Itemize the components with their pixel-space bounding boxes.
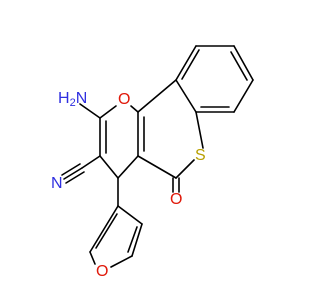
thioether-sulfur-label: S	[195, 147, 206, 164]
bond-inner	[230, 51, 248, 81]
bond	[79, 103, 101, 119]
bond	[81, 155, 101, 169]
bond	[63, 167, 83, 180]
furan-o-mask	[93, 262, 111, 282]
carbonyl-o-mask	[167, 190, 185, 210]
bond	[175, 45, 197, 81]
bond	[89, 205, 119, 253]
molecule-structure: H2N O N S O O	[49, 45, 254, 282]
bond	[175, 159, 195, 179]
bond	[89, 251, 96, 265]
bond	[99, 155, 119, 179]
nitrile-n-mask	[49, 174, 65, 194]
pyran-oxygen-label: O	[118, 91, 130, 108]
thio-s-mask	[193, 146, 209, 166]
bond	[61, 163, 81, 176]
bond	[175, 79, 197, 113]
atom-labels: H2N O N S O O	[51, 90, 206, 280]
bond	[131, 223, 143, 257]
furan-oxygen-label: O	[96, 263, 108, 280]
bond	[233, 45, 254, 81]
bond	[137, 155, 177, 179]
nh2-mask	[55, 88, 83, 108]
bond	[99, 105, 117, 119]
carbonyl-oxygen-label: O	[170, 191, 182, 208]
bond	[117, 205, 143, 225]
bond-inner	[127, 226, 138, 253]
bond	[110, 255, 133, 268]
amino-group-label: H2N	[58, 90, 87, 109]
bond	[195, 111, 204, 149]
bond	[137, 79, 177, 113]
bond	[117, 155, 139, 179]
label-masks	[49, 88, 209, 282]
bond-inner	[95, 213, 118, 249]
bond	[233, 79, 254, 113]
pyran-o-mask	[115, 90, 133, 110]
bond-inner	[181, 49, 200, 80]
bond	[130, 105, 139, 113]
nitrile-nitrogen-label: N	[51, 175, 63, 192]
bonds	[61, 45, 254, 268]
bond	[65, 171, 85, 184]
